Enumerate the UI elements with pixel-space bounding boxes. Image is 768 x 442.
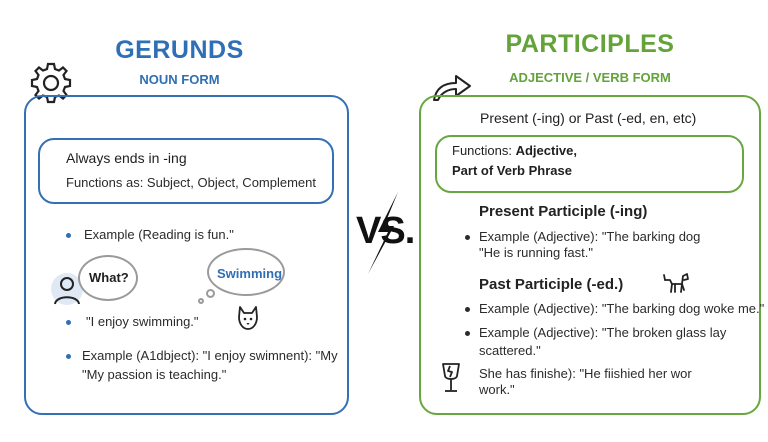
gerunds-example-3-line-1: Example (A1dbject): "I enjoy swimnent): …: [82, 348, 338, 363]
dog-icon: [663, 273, 689, 293]
gerunds-rule: Always ends in -ing: [66, 150, 187, 166]
gerunds-example-3-line-2: "My passion is teaching.": [82, 367, 227, 382]
participles-functions-line-2: Part of Verb Phrase: [452, 163, 572, 178]
past-participle-heading: Past Participle (-ed.): [479, 276, 624, 293]
past-example-1: Example (Adjective): "The barking dog wo…: [479, 301, 765, 316]
dog-icon: [238, 306, 258, 330]
gerunds-example-1: Example (Reading is fun.": [84, 227, 234, 242]
past-example-2-line-1: Example (Adjective): "The broken glass l…: [479, 325, 727, 340]
bullet-dot: [465, 307, 470, 312]
present-participle-heading: Present Participle (-ing): [479, 203, 648, 220]
bullet-dot: [66, 233, 71, 238]
bullet-dot: [66, 320, 71, 325]
participles-functions-line-1: Functions: Adjective,: [452, 143, 577, 158]
functions-value: Adjective,: [515, 143, 578, 158]
broken-glass-icon: [442, 363, 460, 392]
gerunds-definition-box: [38, 138, 334, 204]
participles-panel: [419, 95, 761, 415]
participles-forms: Present (-ing) or Past (-ed, en, etc): [480, 110, 697, 126]
participles-subtitle: ADJECTIVE / VERB FORM: [509, 70, 671, 85]
bullet-dot: [465, 331, 470, 336]
present-example-line-2: "He is running fast.": [479, 245, 594, 260]
thought-dot: [206, 289, 215, 298]
vs-label: VS.: [356, 210, 415, 252]
what-bubble: [78, 255, 138, 301]
gerunds-functions: Functions as: Subject, Object, Complemen…: [66, 175, 317, 190]
gerunds-title: GERUNDS: [115, 36, 244, 64]
bullet-dot: [66, 354, 71, 359]
participles-functions-box: [435, 135, 744, 193]
person-icon: [51, 273, 83, 305]
past-example-3-line-1: She has finishe): "He fiishied her wor: [479, 366, 692, 381]
swimming-bubble: [207, 248, 285, 296]
thought-dot: [198, 298, 204, 304]
present-example-line-1: Example (Adjective): "The barking dog: [479, 229, 701, 244]
past-example-3-line-2: work.": [479, 382, 515, 397]
past-example-2-line-2: scattered.": [479, 343, 541, 358]
gear-icon: [30, 62, 72, 104]
gerunds-panel: [24, 95, 349, 415]
bullet-dot: [465, 235, 470, 240]
functions-label: Functions:: [452, 143, 516, 158]
gerunds-subtitle: NOUN FORM: [139, 72, 220, 87]
gerunds-example-2: "I enjoy swimming.": [86, 314, 199, 329]
participles-title: PARTICIPLES: [505, 30, 675, 58]
what-bubble-text: What?: [89, 270, 129, 285]
swimming-bubble-text: Swimming: [217, 266, 283, 281]
